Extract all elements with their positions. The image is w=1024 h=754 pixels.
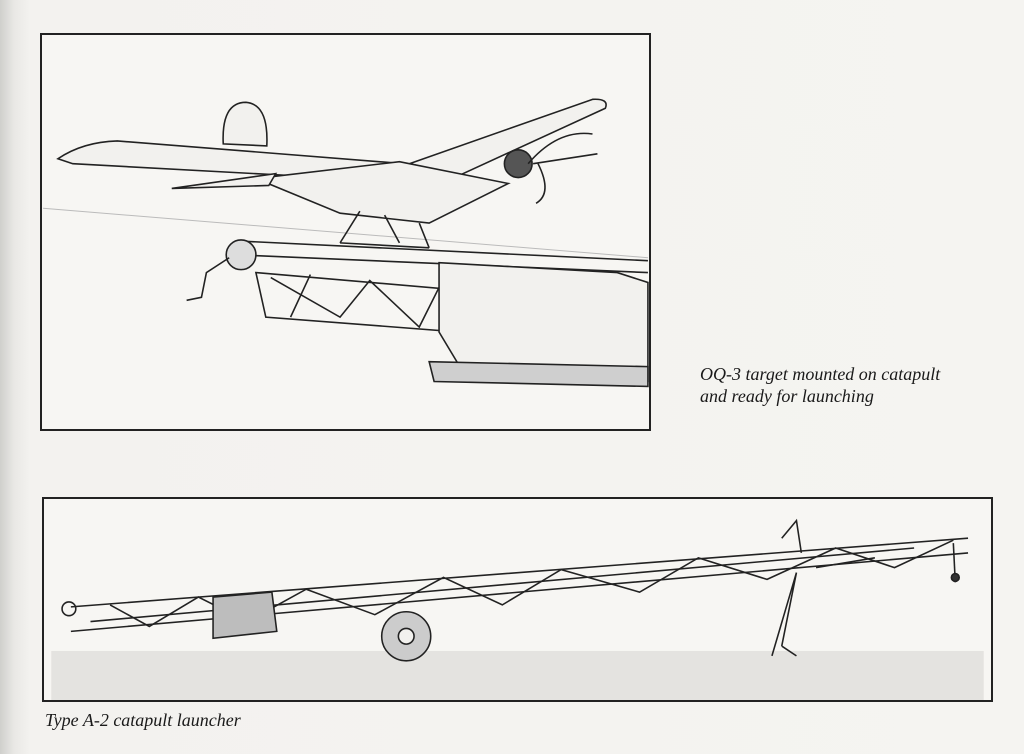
figure-a2-catapult-launcher: [42, 497, 993, 702]
figure-oq3-target-on-catapult: [40, 33, 651, 431]
oq3-illustration: [43, 98, 649, 388]
figure-caption: OQ-3 target mounted on catapult and read…: [700, 364, 941, 406]
catapult-illustration: [51, 518, 984, 700]
figure-caption: Type A-2 catapult launcher: [45, 710, 241, 730]
